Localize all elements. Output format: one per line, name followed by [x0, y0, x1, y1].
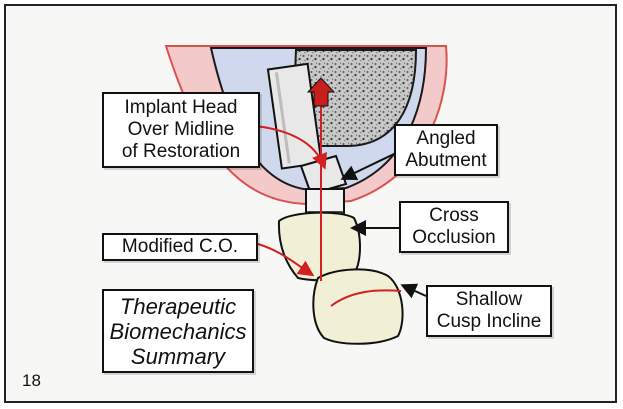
angled-abutment-label: Angled Abutment — [394, 124, 498, 176]
lower-tooth — [313, 269, 402, 343]
implant-head-label: Implant Head Over Midline of Restoration — [102, 92, 260, 168]
slide-number: 18 — [22, 371, 41, 391]
shallow-cusp-label: Shallow Cusp Incline — [426, 285, 552, 337]
cross-occlusion-label: Cross Occlusion — [399, 201, 509, 253]
cusp-pointer — [404, 286, 426, 296]
summary-box: Therapeutic Biomechanics Summary — [102, 289, 254, 373]
implant-diagram — [6, 6, 617, 403]
slide: Implant Head Over Midline of Restoration… — [4, 4, 617, 403]
modified-co-label: Modified C.O. — [102, 233, 258, 261]
